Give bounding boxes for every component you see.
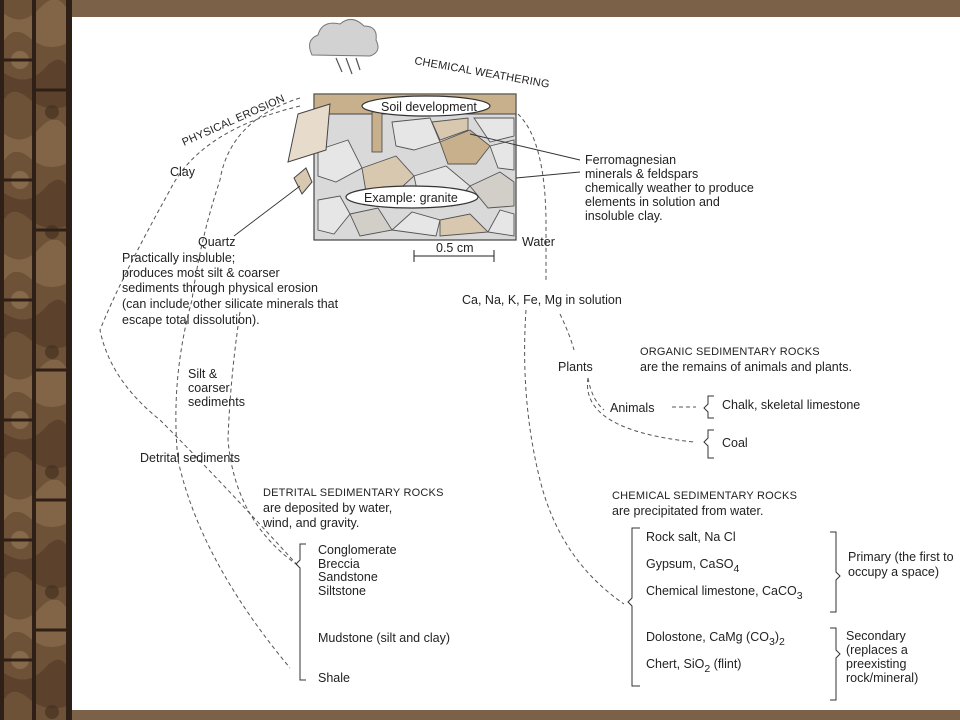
- ferro-text: Ferromagnesian minerals & feldspars chem…: [585, 153, 757, 223]
- label-clay: Clay: [170, 165, 196, 179]
- organic-title: ORGANIC SEDIMENTARY ROCKS: [640, 346, 820, 358]
- brackets: [295, 395, 841, 701]
- top-border: [72, 0, 960, 17]
- label-detrital-sediments: Detrital sediments: [140, 451, 240, 465]
- label-plants: Plants: [558, 360, 593, 374]
- label-solution: Ca, Na, K, Fe, Mg in solution: [462, 293, 622, 307]
- primary-text: Primary (the first to occupy a space): [848, 550, 957, 579]
- label-mudstone: Mudstone (silt and clay): [318, 631, 450, 645]
- label-gypsum: Gypsum, CaSO4: [646, 557, 740, 575]
- secondary-text: Secondary (replaces a preexisting rock/m…: [846, 629, 918, 685]
- detrital-desc: are deposited by water, wind, and gravit…: [262, 501, 396, 530]
- label-dolostone: Dolostone, CaMg (CO3)2: [646, 630, 785, 648]
- scale-bar: [413, 250, 495, 262]
- pointer-lines: [233, 133, 581, 237]
- organic-desc: are the remains of animals and plants.: [640, 360, 852, 374]
- label-chemical-limestone: Chemical limestone, CaCO3: [646, 584, 803, 602]
- wood-sidebar: [0, 0, 72, 720]
- weathering-diagram: CHEMICAL WEATHERING PHYSICAL EROSION Soi…: [72, 17, 960, 710]
- cloud-icon: [309, 19, 379, 75]
- label-animals: Animals: [610, 401, 654, 415]
- label-coal: Coal: [722, 436, 748, 450]
- chemical-desc: are precipitated from water.: [612, 504, 763, 518]
- detrital-title: DETRITAL SEDIMENTARY ROCKS: [263, 487, 444, 499]
- label-water: Water: [522, 235, 555, 249]
- quartz-text: Practically insoluble; produces most sil…: [122, 251, 342, 327]
- label-chalk: Chalk, skeletal limestone: [722, 398, 860, 412]
- clay-fragment: [287, 103, 331, 163]
- quartz-fragment: [293, 167, 313, 195]
- label-shale: Shale: [318, 671, 350, 685]
- detrital-rocks: Conglomerate Breccia Sandstone Siltstone: [318, 543, 400, 598]
- silt-text: Silt & coarser sediments: [188, 367, 245, 409]
- label-rock-salt: Rock salt, Na Cl: [646, 530, 736, 544]
- label-chert: Chert, SiO2 (flint): [646, 657, 741, 675]
- granite-block: [313, 93, 517, 241]
- label-example-granite: Example: granite: [364, 191, 458, 205]
- label-scale-bar: 0.5 cm: [436, 241, 474, 255]
- label-soil-development: Soil development: [381, 100, 477, 114]
- chemical-title: CHEMICAL SEDIMENTARY ROCKS: [612, 490, 797, 502]
- flow-arrows: [99, 97, 696, 669]
- label-quartz: Quartz: [198, 235, 236, 249]
- bottom-border: [72, 710, 960, 720]
